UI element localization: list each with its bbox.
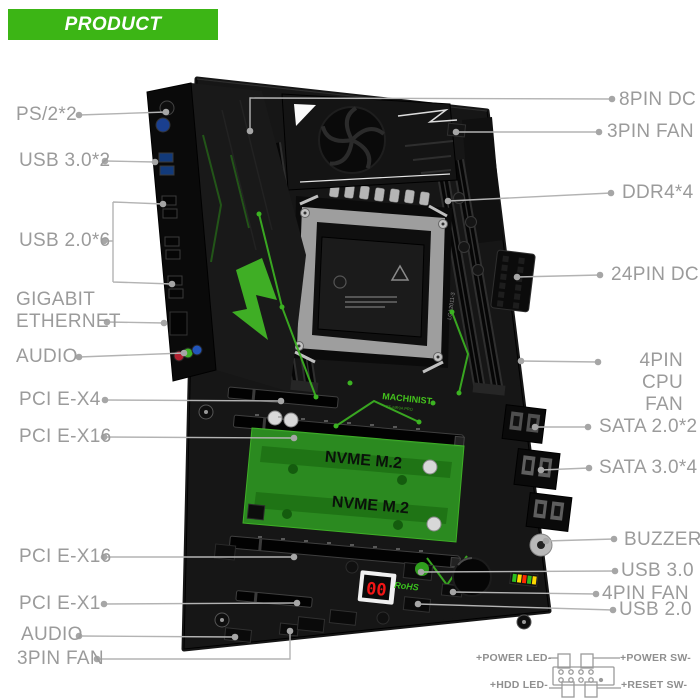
callout-label-pcie-x1: PCI E-X1 — [19, 593, 101, 614]
brand-arrow-emblem — [232, 258, 277, 340]
usb2-port — [161, 195, 177, 206]
sata3-block — [525, 492, 573, 532]
callout-label-usb20x6: USB 2.0*6 — [19, 230, 111, 251]
cpu-socket: LGA2011-3 — [293, 183, 457, 374]
cmos-battery — [452, 557, 492, 597]
callout-label-ddr4: DDR4*4 — [622, 182, 694, 203]
sata-ports — [501, 404, 573, 532]
callout-label-usb30x2: USB 3.0*2 — [19, 150, 111, 171]
callout-label-4pin-fan: 4PIN FAN — [602, 583, 689, 604]
callout-dots-left — [75, 108, 301, 663]
vrm-heatsink-cover — [281, 93, 458, 191]
callout-label-gigabit-ethernet: GIGABIT ETHERNET — [16, 289, 121, 332]
sata2-block — [501, 404, 547, 444]
callout-label-3pin-fan-top: 3PIN FAN — [607, 121, 694, 142]
ethernet-port — [169, 311, 188, 336]
callout-label-sata2: SATA 2.0*2 — [599, 416, 698, 437]
usb2-port — [168, 288, 184, 299]
nvme-label-2: NVME M.2 — [331, 494, 410, 518]
usb3-port — [159, 165, 175, 176]
usb2-port — [165, 249, 181, 260]
atx-24pin-connector — [490, 249, 536, 313]
socket-levers — [294, 194, 448, 374]
usb3-port — [158, 152, 174, 163]
silkscreen-specks — [255, 414, 423, 552]
callout-lines-left — [78, 111, 298, 660]
ps2-port — [155, 117, 171, 133]
callout-label-24pin-dc: 24PIN DC — [611, 264, 699, 285]
callout-dots-right — [246, 95, 619, 614]
callout-label-audio-rear: AUDIO — [16, 346, 78, 367]
front-audio-header — [223, 627, 253, 643]
nvme-label-1: NVME M.2 — [324, 449, 403, 473]
callout-label-buzzer: BUZZER — [624, 529, 700, 550]
bottom-headers — [223, 562, 464, 643]
front-panel-jumper-block — [509, 570, 539, 588]
buzzer — [529, 533, 553, 557]
debug-display-value: 00 — [365, 579, 387, 601]
callout-label-3pin-fan-bottom: 3PIN FAN — [17, 648, 104, 669]
debug-led-display: 00 — [357, 570, 397, 605]
callout-label-pcie-x4: PCI E-X4 — [19, 389, 101, 410]
fp-label-power-sw: +POWER SW- — [620, 652, 691, 664]
fp-label-power-led: +POWER LED- — [476, 652, 552, 664]
audio-jack — [191, 344, 203, 356]
callout-label-4pin-cpu-fan: 4PIN CPU FAN — [639, 350, 683, 415]
nvme-zone: NVME M.2 NVME M.2 — [242, 427, 465, 543]
callout-label-pcie-x16-2: PCI E-X16 — [19, 546, 112, 567]
fp-label-hdd-led: +HDD LED- — [489, 679, 548, 691]
socket-protective-cover — [317, 236, 425, 338]
usb2-port — [162, 208, 178, 219]
io-shroud — [146, 82, 306, 392]
callout-label-usb30-header: USB 3.0 — [621, 560, 694, 581]
callout-label-8pin-dc: 8PIN DC — [619, 89, 697, 110]
callout-label-pcie-x16-1: PCI E-X16 — [19, 426, 112, 447]
fan-icon — [318, 106, 386, 174]
callout-label-usb20-header: USB 2.0 — [619, 599, 692, 620]
model-text: E5-MR9A PRO — [386, 404, 413, 412]
callout-label-ps2: PS/2*2 — [16, 104, 77, 125]
front-panel-header-diagram — [549, 653, 621, 698]
socket-marking-text: LGA2011-3 — [447, 292, 457, 320]
rohs-mark: RoHS — [394, 580, 419, 593]
callout-lines-right — [249, 97, 616, 611]
fp-label-reset-sw: +RESET SW- — [621, 679, 688, 691]
board-details — [198, 211, 532, 630]
banner: PRODUCT PARAMETER — [8, 9, 218, 66]
usb2-port — [164, 236, 180, 247]
trace-nodes — [256, 211, 462, 429]
callout-label-audio-header: AUDIO — [21, 624, 83, 645]
warning-triangle-icon — [390, 264, 410, 281]
callout-label-sata3: SATA 3.0*4 — [599, 457, 698, 478]
